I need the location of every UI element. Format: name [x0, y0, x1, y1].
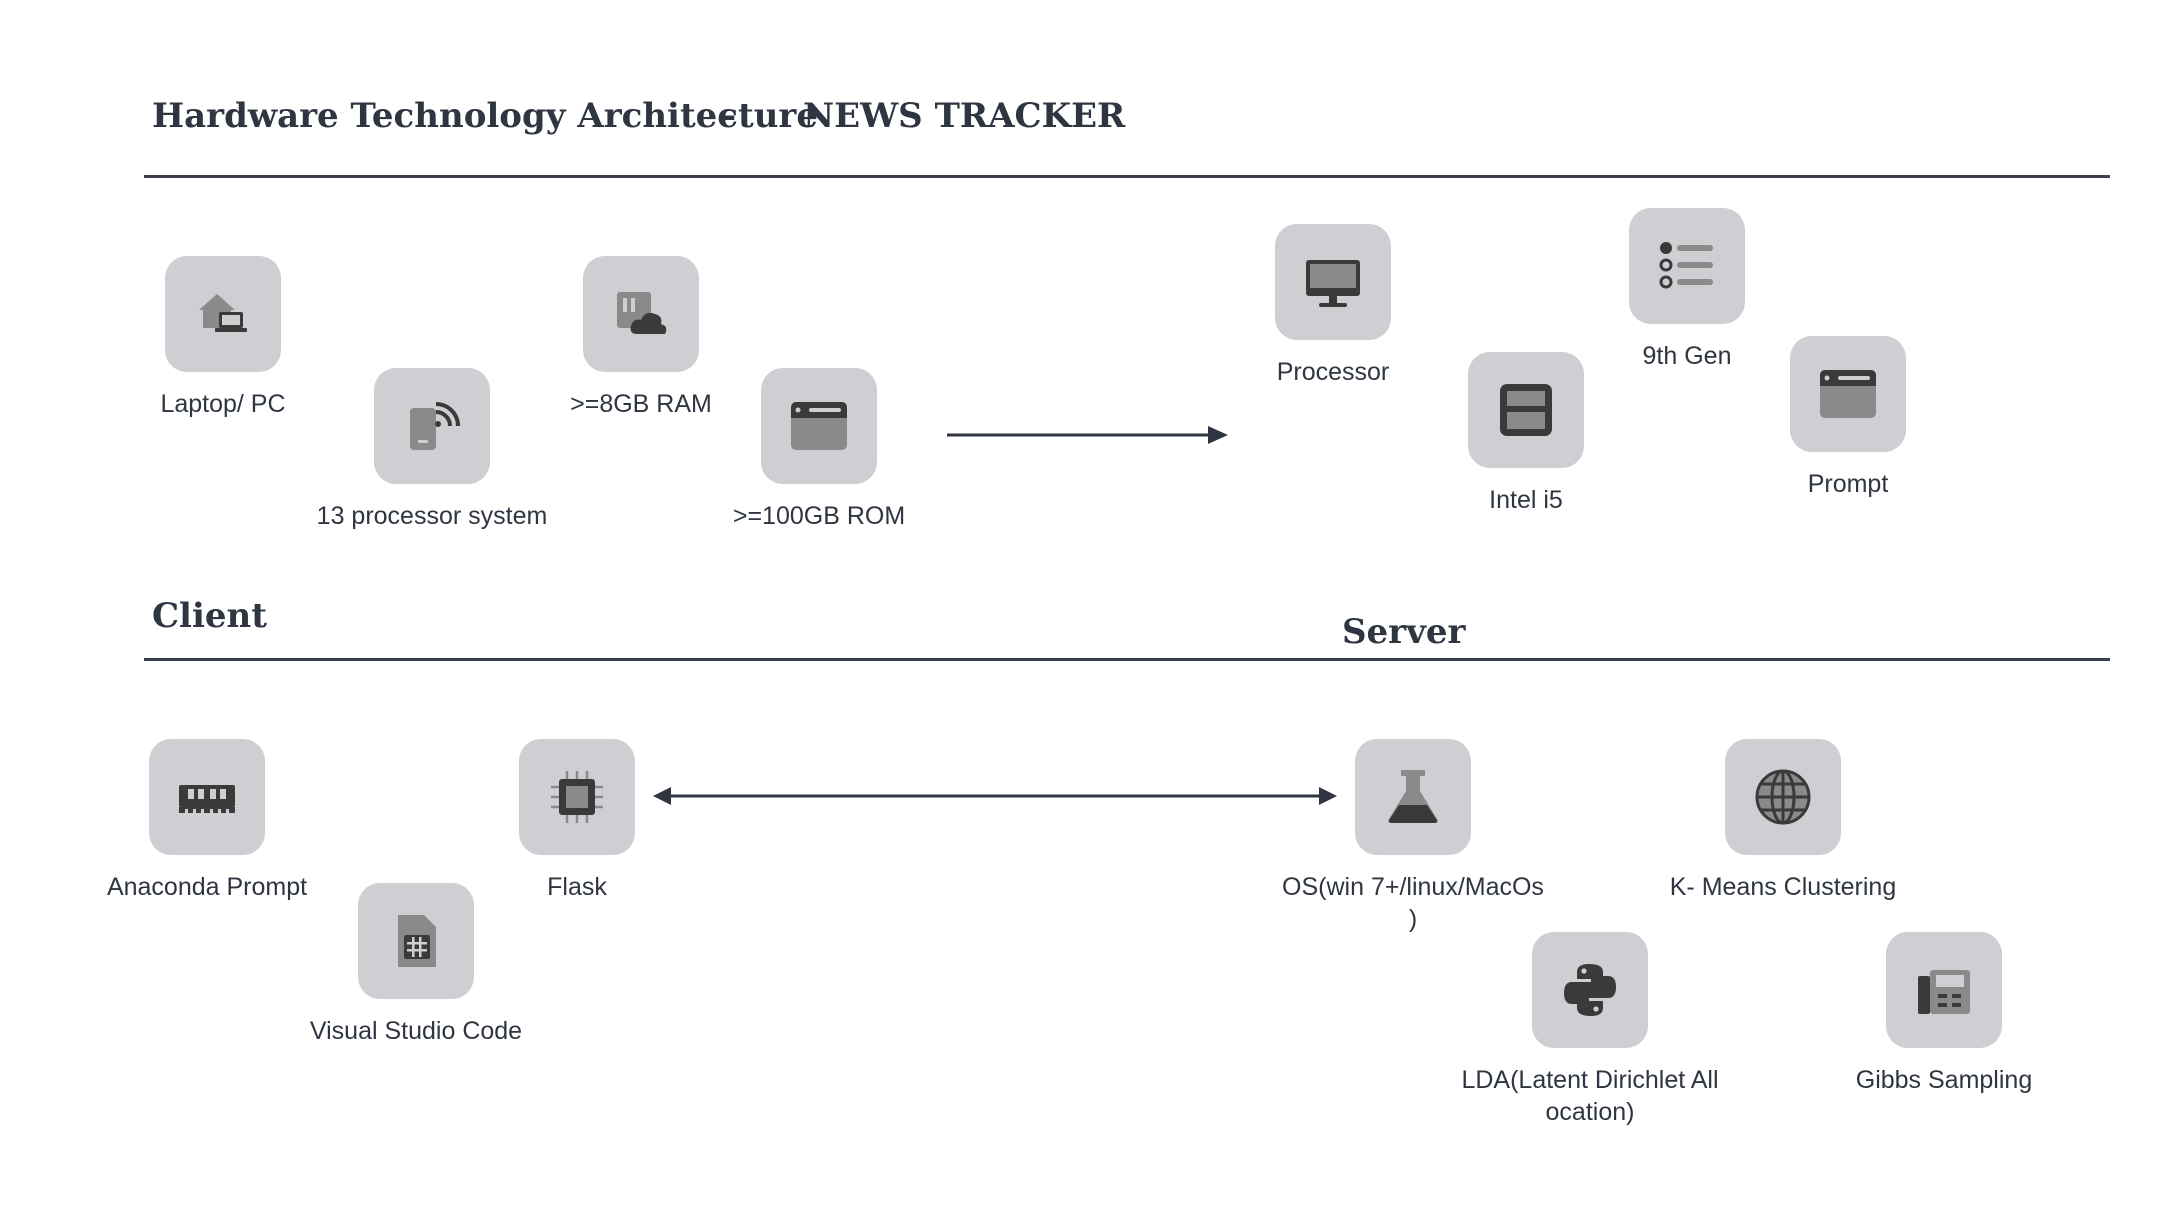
- flask-tile: [519, 739, 635, 855]
- gen-tile: [1629, 208, 1745, 324]
- intel-i5-label: Intel i5: [1489, 486, 1563, 514]
- flask-icon: [1388, 770, 1438, 823]
- sim-card-icon: [398, 915, 436, 967]
- ram-label: >=8GB RAM: [570, 390, 712, 418]
- anaconda-tile: [149, 739, 265, 855]
- kmeans-label: K- Means Clustering: [1669, 873, 1897, 901]
- memory-chip-icon: [179, 785, 235, 813]
- client-to-server-arrow: [947, 426, 1228, 444]
- intel-i5-tile: [1468, 352, 1584, 468]
- prompt-label: Prompt: [1807, 470, 1889, 498]
- list-icon: [1659, 242, 1713, 289]
- laptop-pc-tile: [165, 256, 281, 372]
- flask-label: Flask: [547, 873, 607, 901]
- laptop-pc-label: Laptop/ PC: [160, 390, 286, 418]
- processor-system-label: 13 processor system: [316, 502, 548, 530]
- lda-tile: [1532, 932, 1648, 1048]
- anaconda-label: Anaconda Prompt: [106, 873, 308, 901]
- python-icon: [1564, 964, 1616, 1016]
- rom-label: >=100GB ROM: [732, 502, 906, 530]
- browser-window-icon: [791, 402, 847, 450]
- vscode-tile: [358, 883, 474, 999]
- client-heading: Client: [152, 596, 267, 636]
- ram-tile: [583, 256, 699, 372]
- globe-icon: [1755, 769, 1811, 825]
- cpu-icon: [551, 771, 603, 823]
- os-label: OS(win 7+/linux/MacOs ): [1282, 873, 1544, 933]
- fax-icon: [1918, 970, 1970, 1014]
- header-divider: [144, 175, 2110, 178]
- monitor-icon: [1306, 260, 1360, 307]
- gibbs-label: Gibbs Sampling: [1855, 1066, 2033, 1094]
- browser-window-icon: [1820, 370, 1876, 418]
- prompt-tile: [1790, 336, 1906, 452]
- gen-label: 9th Gen: [1642, 342, 1732, 370]
- kmeans-tile: [1725, 739, 1841, 855]
- vscode-label: Visual Studio Code: [309, 1017, 523, 1045]
- lda-label: LDA(Latent Dirichlet All ocation): [1461, 1066, 1719, 1126]
- os-tile: [1355, 739, 1471, 855]
- title-separator: -: [722, 96, 737, 136]
- mobile-signal-icon: [410, 402, 460, 450]
- processor-label: Processor: [1276, 358, 1390, 386]
- client-server-bidirectional-arrow: [653, 787, 1337, 805]
- rom-tile: [761, 368, 877, 484]
- window-frame-icon: [1500, 384, 1552, 436]
- section-divider: [144, 658, 2110, 661]
- cloud-storage-icon: [617, 292, 667, 334]
- server-heading: Server: [1342, 612, 1466, 652]
- project-name: NEWS TRACKER: [803, 96, 1126, 136]
- gibbs-tile: [1886, 932, 2002, 1048]
- processor-system-tile: [374, 368, 490, 484]
- laptop-home-icon: [199, 294, 247, 332]
- page-title: Hardware Technology Architecture: [152, 96, 818, 136]
- processor-tile: [1275, 224, 1391, 340]
